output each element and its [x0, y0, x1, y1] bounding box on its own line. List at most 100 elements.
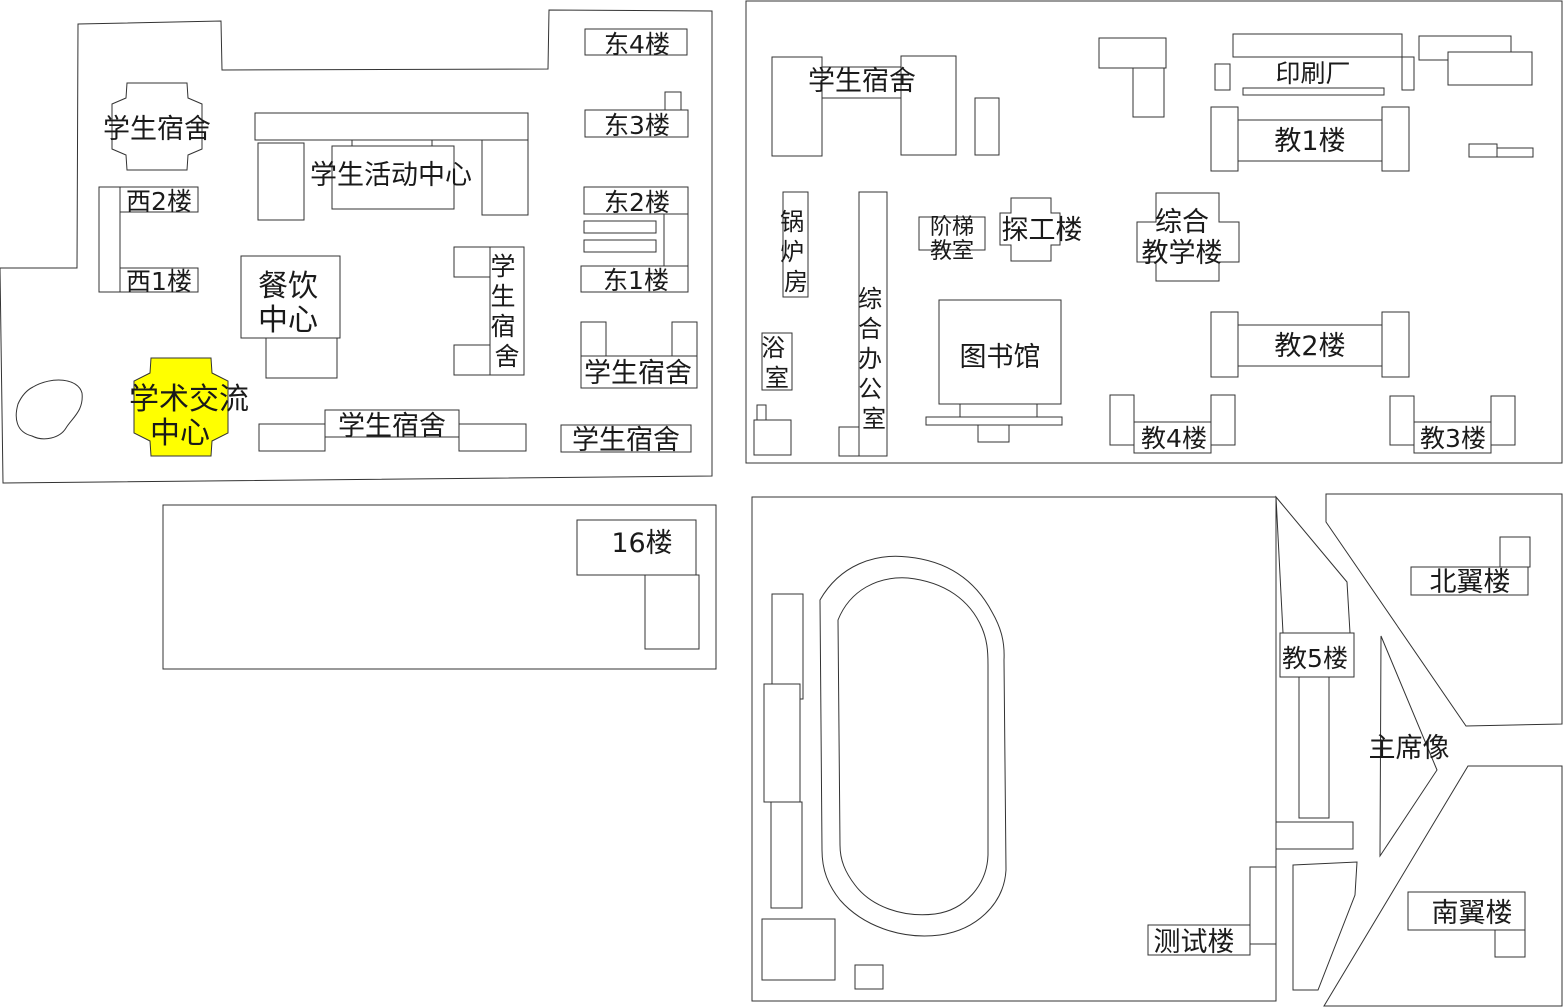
southeast-district: 教5楼 测试楼 北翼楼 主席像 南翼楼 [751, 493, 1563, 1007]
teach4-label: 教4楼 [1141, 424, 1207, 453]
test-building-label: 测试楼 [1154, 927, 1235, 958]
east3-label: 东3楼 [604, 111, 670, 140]
south-wing-building [1407, 891, 1526, 931]
student-center-bar [254, 112, 529, 141]
bath-annex-small [756, 404, 767, 421]
teach4-building [1133, 421, 1212, 454]
east2-building [583, 186, 689, 215]
dorm-s-left [258, 423, 326, 452]
bath-house [761, 332, 793, 391]
teach5-connector [1275, 821, 1354, 850]
complex-label-2: 教学楼 [1142, 238, 1223, 269]
south-wing-area [1323, 765, 1563, 1007]
teach1-left-wing [1210, 106, 1239, 172]
east3-building [584, 109, 689, 138]
academic-label-1: 学术交流 [129, 382, 249, 417]
east4-building [584, 28, 688, 56]
building16-main [576, 519, 697, 576]
general-office [858, 191, 888, 457]
office-label: 综 合 办 公 室 [858, 285, 890, 433]
tangong-label: 探工楼 [1002, 215, 1083, 246]
complex-label-1: 综合 [1155, 207, 1209, 238]
complex-teaching-building [1136, 192, 1240, 282]
teach2-building [1237, 324, 1383, 367]
building16-label: 16楼 [611, 528, 672, 559]
teach5-label: 教5楼 [1282, 644, 1348, 673]
teach1-right-wing [1381, 106, 1410, 172]
teach3-label: 教3楼 [1420, 424, 1486, 453]
dorm-ne-right [900, 55, 957, 156]
bath-annex [753, 419, 792, 456]
west1-building [119, 267, 199, 293]
dorm-s-center [324, 409, 460, 438]
east1-building [580, 265, 689, 293]
building16-wing [644, 574, 700, 650]
ne-block-b [1132, 67, 1165, 118]
student-center-main [331, 145, 455, 210]
dining-center-building [240, 255, 341, 339]
printing-label: 印刷厂 [1275, 59, 1350, 88]
teach3-left-wing [1389, 395, 1415, 446]
pond [15, 379, 83, 440]
north-wing-tower [1499, 536, 1531, 568]
stand-lower [770, 801, 803, 909]
northwest-district: 学生宿舍 学生活动中心 西2楼 西1楼 餐饮 中心 学 生 宿 舍 东4楼 [0, 9, 713, 484]
office-annex [838, 426, 860, 457]
teach2-left-wing [1210, 311, 1239, 378]
bath-label: 浴 室 [761, 334, 793, 392]
lecture-label-2: 教室 [930, 239, 974, 264]
lecture-hall [918, 216, 986, 251]
dorm-ne-center [821, 66, 902, 99]
student-center-left-wing [257, 142, 305, 221]
boiler-room [782, 191, 809, 298]
statue-plaza [1379, 635, 1438, 858]
dorm-nw-label: 学生宿舍 [103, 114, 211, 145]
academic-exchange-center [133, 357, 229, 457]
ne-block-a [1098, 37, 1167, 69]
ne-strip-a [1468, 143, 1498, 158]
dining-label-1: 餐饮 [258, 269, 318, 304]
sports-small-block [854, 964, 884, 990]
boiler-label: 锅 炉 房 [780, 208, 812, 296]
stand-upper [771, 593, 804, 700]
west2-label: 西2楼 [126, 187, 192, 216]
southeast-field [1292, 861, 1358, 991]
east1-label: 东1楼 [603, 266, 669, 295]
teach2-right-wing [1381, 311, 1410, 378]
dorm-vertical-building [489, 246, 525, 376]
east2-label: 东2楼 [604, 188, 670, 217]
teach5-wing [1298, 676, 1330, 819]
running-track-inner [837, 577, 989, 916]
teach3-right-wing [1490, 395, 1516, 446]
teach4-left-wing [1109, 394, 1135, 446]
dorm-vertical-label: 学 生 宿 舍 [491, 252, 524, 371]
test-building-wing [1249, 866, 1277, 945]
north-wing-building [1410, 566, 1529, 596]
north-wing-label: 北翼楼 [1430, 567, 1511, 598]
printing-base-bar [1242, 87, 1385, 96]
south-wing-label: 南翼楼 [1432, 898, 1513, 929]
dorm-s-label: 学生宿舍 [338, 411, 446, 442]
west-building-spine [98, 186, 121, 293]
dorm-se-building [560, 424, 692, 453]
east4-label: 东4楼 [604, 30, 670, 59]
east-strip-1 [583, 220, 657, 234]
teach4-right-wing [1210, 394, 1236, 446]
dorm-e-label: 学生宿舍 [584, 358, 692, 389]
east-strip-2 [583, 239, 657, 253]
south-wing-annex [1494, 929, 1526, 958]
east-connector [663, 213, 689, 267]
dorm-s-right [458, 423, 527, 452]
dorm-vertical-wing-top [453, 246, 491, 278]
teach5-building [1279, 632, 1355, 678]
student-center-right-wing [481, 139, 529, 216]
dorm-vertical-wing-bottom [453, 344, 491, 376]
student-center-label: 学生活动中心 [310, 160, 472, 191]
academic-label-2: 中心 [150, 416, 210, 451]
mao-statue-label: 主席像 [1369, 733, 1450, 764]
dining-label-2: 中心 [258, 303, 318, 338]
north-wing-area [1325, 493, 1563, 727]
west2-building [119, 186, 199, 213]
northeast-district: 学生宿舍 印刷厂 教1楼 锅 炉 房 综 合 办 [745, 0, 1563, 464]
